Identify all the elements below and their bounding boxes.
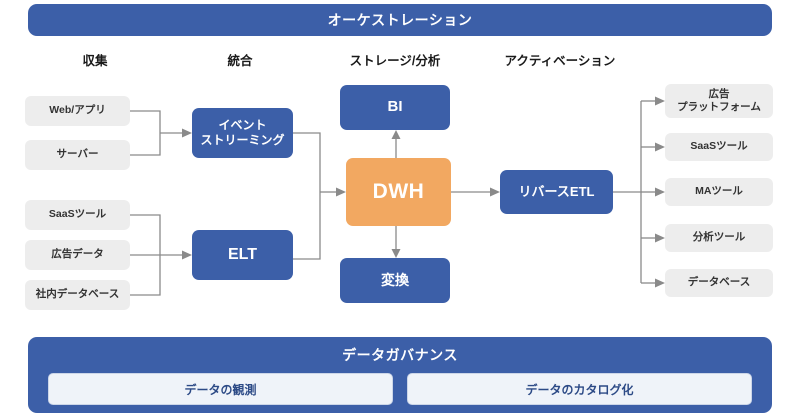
target-box-saas-tool-label: SaaSツール (690, 140, 748, 153)
source-box-server[interactable]: サーバー (25, 140, 130, 170)
source-box-saas-tool[interactable]: SaaSツール (25, 200, 130, 230)
orchestration-banner-label: オーケストレーション (327, 12, 473, 28)
governance-banner: データガバナンス データの観測 データのカタログ化 (28, 337, 772, 413)
column-header-integration: 統合 (185, 50, 295, 69)
column-header-collection: 収集 (40, 50, 150, 69)
column-header-integration-label: 統合 (227, 54, 253, 68)
node-event-streaming[interactable]: イベント ストリーミング (192, 108, 293, 158)
source-box-web-app[interactable]: Web/アプリ (25, 96, 130, 126)
governance-item-cataloging[interactable]: データのカタログ化 (407, 373, 752, 405)
target-box-analytics-tool[interactable]: 分析ツール (665, 224, 773, 252)
source-box-web-app-label: Web/アプリ (49, 104, 106, 117)
column-header-collection-label: 収集 (82, 54, 108, 68)
node-reverse-etl[interactable]: リバースETL (500, 170, 613, 214)
source-box-ad-data-label: 広告データ (51, 248, 104, 261)
node-transform[interactable]: 変換 (340, 258, 450, 303)
node-elt[interactable]: ELT (192, 230, 293, 280)
node-transform-label: 変換 (381, 271, 409, 288)
column-header-activation-label: アクティベーション (504, 54, 616, 68)
target-box-database-label: データベース (687, 276, 751, 289)
source-box-internal-database[interactable]: 社内データベース (25, 280, 130, 310)
node-elt-label: ELT (227, 246, 258, 263)
source-box-internal-database-label: 社内データベース (35, 288, 120, 301)
node-event-streaming-label-line2: ストリーミング (200, 133, 285, 147)
target-box-database[interactable]: データベース (665, 269, 773, 297)
orchestration-banner: オーケストレーション (28, 4, 772, 36)
target-box-analytics-tool-label: 分析ツール (692, 231, 746, 244)
source-box-saas-tool-label: SaaSツール (48, 208, 107, 221)
node-bi-label: BI (387, 98, 403, 116)
governance-item-cataloging-label: データのカタログ化 (525, 382, 634, 397)
target-box-ma-tool[interactable]: MAツール (665, 178, 773, 206)
column-header-activation: アクティベーション (495, 50, 625, 69)
governance-item-observability-label: データの観測 (184, 382, 257, 397)
target-box-ma-tool-label: MAツール (695, 185, 743, 198)
governance-item-observability[interactable]: データの観測 (48, 373, 393, 405)
target-box-ad-platform[interactable]: 広告 プラットフォーム (665, 84, 773, 118)
node-reverse-etl-label: リバースETL (518, 183, 595, 199)
node-dwh[interactable]: DWH (346, 158, 451, 226)
column-header-storage-label: ストレージ/分析 (349, 54, 441, 68)
node-bi[interactable]: BI (340, 85, 450, 130)
source-box-server-label: サーバー (56, 148, 99, 161)
target-box-saas-tool[interactable]: SaaSツール (665, 133, 773, 161)
governance-subbox-list: データの観測 データのカタログ化 (28, 373, 772, 405)
node-event-streaming-label-line1: イベント (218, 118, 267, 132)
column-header-storage: ストレージ/分析 (335, 50, 455, 69)
node-dwh-label: DWH (372, 179, 425, 203)
source-box-ad-data[interactable]: 広告データ (25, 240, 130, 270)
governance-title: データガバナンス (342, 347, 458, 363)
target-box-ad-platform-label-line1: 広告 (708, 87, 730, 100)
target-box-ad-platform-label-line2: プラットフォーム (677, 101, 761, 113)
